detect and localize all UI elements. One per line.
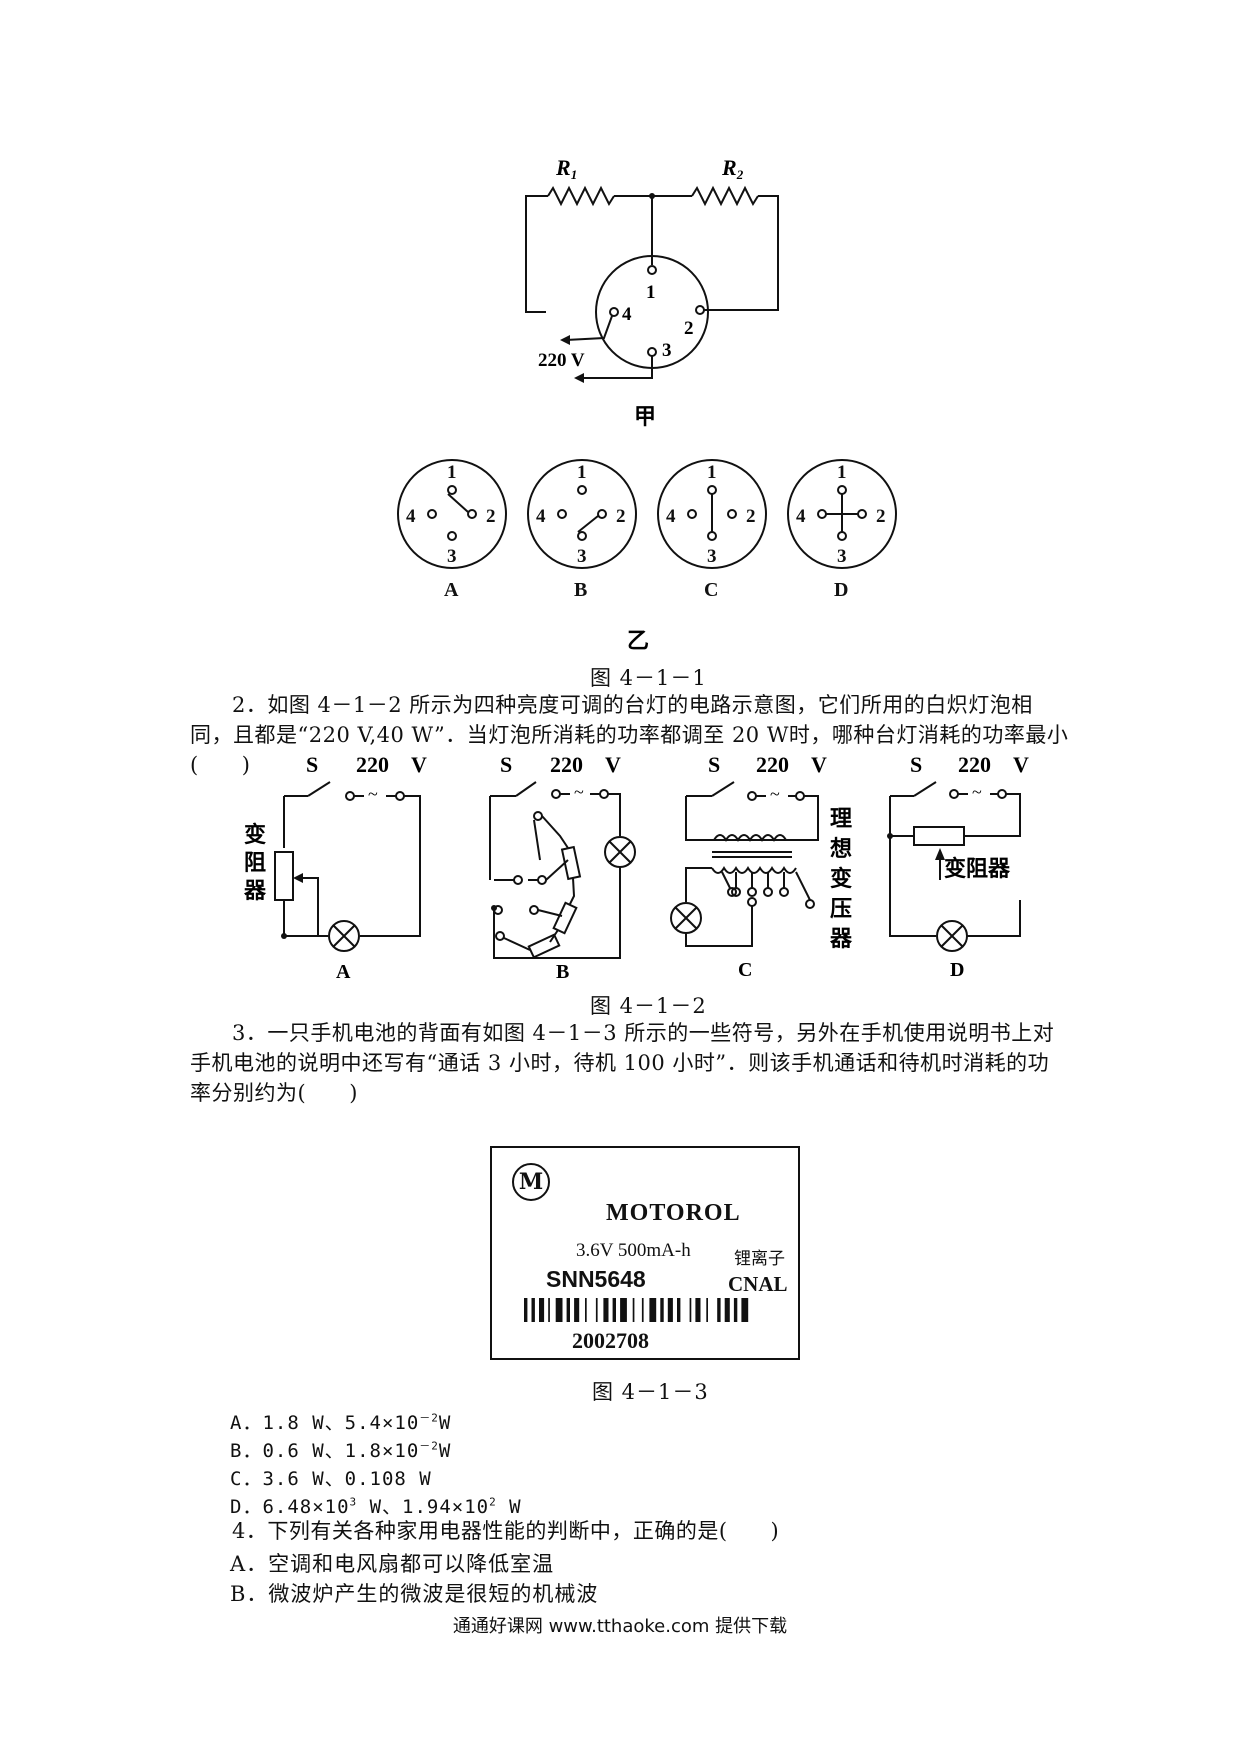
ac-symbol-d: ~: [972, 782, 982, 802]
ac-symbol-a: ~: [368, 784, 378, 804]
svg-text:阻: 阻: [244, 850, 266, 875]
switch-dial-b: [527, 459, 637, 569]
dial-option-label-a: A: [444, 579, 459, 601]
dial-option-label-b: B: [574, 579, 587, 601]
dial-b-terminal-3: 3: [577, 546, 587, 567]
svg-text:压: 压: [830, 896, 852, 921]
battery-date: 2002708: [572, 1328, 649, 1353]
battery-type: 锂离子: [734, 1249, 785, 1269]
battery-spec: 3.6V 500mA-h: [576, 1240, 691, 1261]
dial-b-terminal-2: 2: [616, 506, 626, 527]
rheostat-label-d: 变阻器: [944, 856, 1011, 881]
terminal-4-label: 4: [622, 304, 632, 325]
ac-symbol-c: ~: [770, 784, 780, 804]
question-2: 2．如图 4－1－2 所示为四种亮度可调的台灯的电路示意图，它们所用的白炽灯泡相…: [190, 693, 1069, 777]
dial-a-terminal-4: 4: [406, 506, 416, 527]
dial-c-terminal-1: 1: [707, 462, 717, 483]
figure-4-1-1-diagram: R1 R2 1 2 3 4 220 V 甲 1234A1234B1234C123…: [397, 155, 897, 653]
dial-option-label-d: D: [834, 579, 848, 601]
option-q4-a: A．空调和电风扇都可以降低室温: [230, 1552, 555, 1576]
switch-label-c: S: [708, 752, 720, 777]
option-label-d: D: [950, 959, 964, 981]
figure-4-1-2-diagram: S 220 V ~ S 220 V ~ S 220 V ~ S 220 V ~ …: [243, 752, 1029, 983]
dial-a-terminal-1: 1: [447, 462, 457, 483]
label-r1: R1: [555, 155, 577, 182]
dial-option-label-c: C: [704, 579, 718, 601]
ac-symbol-b: ~: [574, 782, 584, 802]
barcode: [524, 1298, 749, 1322]
svg-text:变: 变: [244, 822, 266, 847]
dial-d-terminal-3: 3: [837, 546, 847, 567]
figure-4-1-1-caption: 图 4－1－1: [590, 666, 707, 690]
resistor-r1: [547, 185, 615, 207]
switch-label-a: S: [306, 752, 318, 777]
option-label-c: C: [738, 959, 752, 981]
switch-dial-c: [657, 459, 767, 569]
dial-d-terminal-1: 1: [837, 462, 847, 483]
dial-d-terminal-2: 2: [876, 506, 886, 527]
switch-dial-d: [787, 459, 897, 569]
voltage-label-jia: 220 V: [538, 350, 585, 371]
dial-c-terminal-3: 3: [707, 546, 717, 567]
question-4: 4．下列有关各种家用电器性能的判断中，正确的是( ): [232, 1519, 780, 1543]
battery-model: SNN5648: [546, 1266, 646, 1292]
question-3: 3．一只手机电池的背面有如图 4－1－3 所示的一些符号，另外在手机使用说明书上…: [190, 1021, 1055, 1105]
dial-b-terminal-4: 4: [536, 506, 546, 527]
option-label-b: B: [556, 961, 569, 983]
transformer-vertical-label: 理 想 变 压 器: [829, 806, 853, 951]
option-q3-a: A．1.8 W、5.4×10－2W: [230, 1411, 452, 1434]
sub-caption-yi: 乙: [627, 628, 649, 653]
page-footer: 通通好课网 www.tthaoke.com 提供下载: [452, 1616, 788, 1637]
svg-text:想: 想: [830, 836, 852, 861]
voltage-label-a: 220 V: [356, 752, 427, 777]
motorola-logo: M: [512, 1163, 550, 1201]
dial-a-terminal-2: 2: [486, 506, 496, 527]
option-q3-b: B．0.6 W、1.8×10－2W: [230, 1439, 452, 1462]
terminal-1-label: 1: [646, 282, 656, 303]
voltage-label-c: 220 V: [756, 752, 827, 777]
figure-4-1-2-caption: 图 4－1－2: [590, 994, 707, 1018]
dial-d-terminal-4: 4: [796, 506, 806, 527]
resistor-r2: [691, 185, 759, 207]
dial-c-terminal-2: 2: [746, 506, 756, 527]
rheostat-vertical-label: 变 阻 器: [243, 822, 267, 903]
wire-left: [525, 195, 548, 313]
dial-c-terminal-4: 4: [666, 506, 676, 527]
option-q3-d: D．6.48×103 W、1.94×102 W: [230, 1495, 522, 1518]
figure-4-1-3-caption: 图 4－1－3: [592, 1380, 709, 1404]
option-q3-c: C．3.6 W、0.108 W: [230, 1468, 432, 1490]
svg-text:器: 器: [243, 878, 267, 903]
lamp-a: [328, 920, 360, 952]
option-q4-b: B．微波炉产生的微波是很短的机械波: [230, 1582, 599, 1606]
dial-a-terminal-3: 3: [447, 546, 457, 567]
brand-name: MOTOROL: [606, 1200, 741, 1226]
switch-label-b: S: [500, 752, 512, 777]
svg-text:变: 变: [830, 866, 852, 891]
switch-dial-a: [397, 459, 507, 569]
sub-caption-jia: 甲: [634, 404, 656, 429]
label-r2: R2: [721, 155, 744, 182]
switch-label-d: S: [910, 752, 922, 777]
option-label-a: A: [336, 961, 351, 983]
battery-region: CNAL: [728, 1272, 788, 1296]
terminal-3-label: 3: [662, 340, 672, 361]
dial-b-terminal-1: 1: [577, 462, 587, 483]
terminal-2-label: 2: [684, 318, 694, 339]
svg-text:理: 理: [830, 806, 852, 831]
wire-right: [704, 195, 779, 311]
battery-label: M MOTOROL 3.6V 500mA-h 锂离子 SNN5648 CNAL …: [490, 1146, 800, 1360]
svg-text:器: 器: [829, 926, 853, 951]
voltage-label-d: 220 V: [958, 752, 1029, 777]
voltage-label-b: 220 V: [550, 752, 621, 777]
